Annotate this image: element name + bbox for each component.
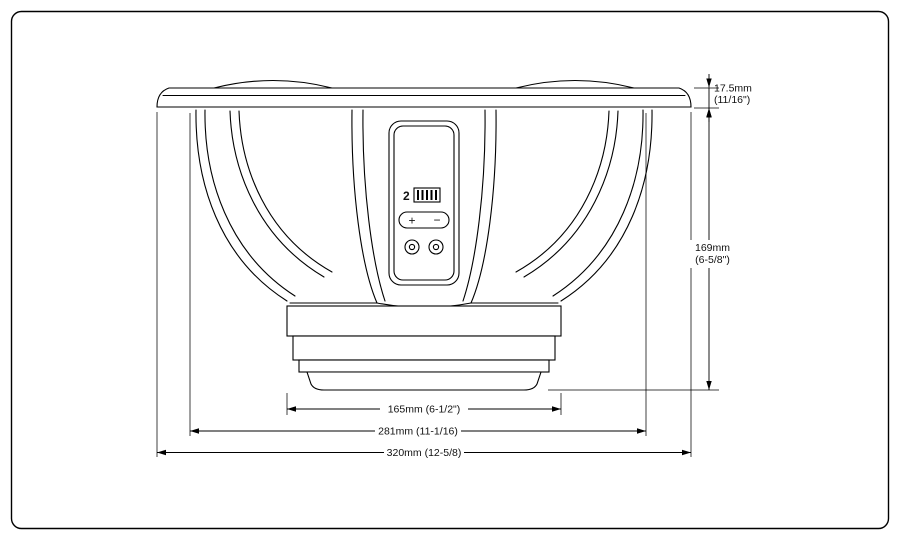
- polarity-strip-outline: [398, 211, 450, 229]
- back-plate: [306, 371, 542, 391]
- dimension-annotations: 165mm (6-1/2") 281mm (11-1/16) 320mm (12…: [156, 74, 752, 459]
- push-terminals: [404, 239, 444, 255]
- magnet-tier-lower: [298, 359, 550, 373]
- dim-label-bg: [380, 402, 468, 416]
- push-terminal-left: [404, 239, 420, 255]
- basket-curve: [204, 109, 296, 297]
- basket-curve: [560, 109, 653, 302]
- dim-label-bg: [689, 240, 736, 268]
- center-strut-curve: [351, 109, 378, 304]
- brand-logo-text: 2: [403, 189, 410, 203]
- dim-label-cutout-diameter: 281mm (11-1/16): [378, 426, 458, 438]
- terminal-plate: 2 + −: [388, 120, 460, 286]
- dim-label-depth-value: 169mm: [695, 242, 730, 254]
- extension-lines: [156, 87, 719, 457]
- dim-label-flange-fraction: (11/16"): [714, 94, 750, 106]
- basket-curve: [229, 110, 325, 278]
- magnet-tier-top: [286, 305, 562, 337]
- push-terminal-left-center: [408, 243, 416, 251]
- magnet-tier-middle: [292, 335, 556, 361]
- dim-label-bg: [384, 445, 464, 459]
- speaker-side-view: 2 + −: [156, 80, 692, 391]
- center-strut-curve: [362, 109, 386, 302]
- push-terminal-right-center: [432, 243, 440, 251]
- center-strut-curve: [470, 109, 497, 304]
- basket-curve: [238, 110, 333, 273]
- dim-flange-thickness: 17.5mm (11/16"): [706, 74, 752, 122]
- dim-cutout-diameter: 281mm (11-1/16): [190, 424, 646, 438]
- brand-logo-box: [413, 187, 441, 203]
- dim-label-flange-value: 17.5mm: [714, 83, 752, 95]
- center-strut-curve: [462, 109, 486, 302]
- basket-curve: [195, 109, 288, 302]
- dim-mounting-depth: 169mm (6-5/8"): [689, 108, 736, 390]
- polarity-strip: + −: [398, 211, 450, 229]
- dim-magnet-diameter: 165mm (6-1/2"): [287, 402, 561, 416]
- flange-outline: [156, 87, 692, 108]
- surround-arc-left: [213, 80, 333, 89]
- basket-curve: [515, 110, 610, 273]
- dim-overall-diameter: 320mm (12-5/8): [157, 445, 691, 459]
- mounting-flange: [156, 87, 692, 108]
- basket-curve: [552, 109, 644, 297]
- surround-arcs: [213, 80, 635, 89]
- dim-label-bg: [375, 424, 461, 438]
- terminal-plate-inner: [393, 125, 455, 281]
- negative-terminal-label: −: [433, 213, 440, 227]
- motor-magnet-stack: [286, 305, 562, 391]
- push-terminal-right: [428, 239, 444, 255]
- basket-frame: [195, 109, 653, 309]
- dim-label-depth-fraction: (6-5/8"): [695, 254, 730, 266]
- page-border: [10, 10, 890, 530]
- surround-arc-right: [515, 80, 635, 89]
- terminal-plate-outer: [388, 120, 460, 286]
- dim-label-magnet-diameter: 165mm (6-1/2"): [388, 404, 461, 416]
- positive-terminal-label: +: [408, 214, 415, 228]
- brand-logo-stripes: [417, 190, 437, 200]
- brand-logo: 2: [403, 187, 441, 203]
- dim-label-overall-diameter: 320mm (12-5/8): [387, 447, 462, 459]
- basket-curve: [523, 110, 619, 278]
